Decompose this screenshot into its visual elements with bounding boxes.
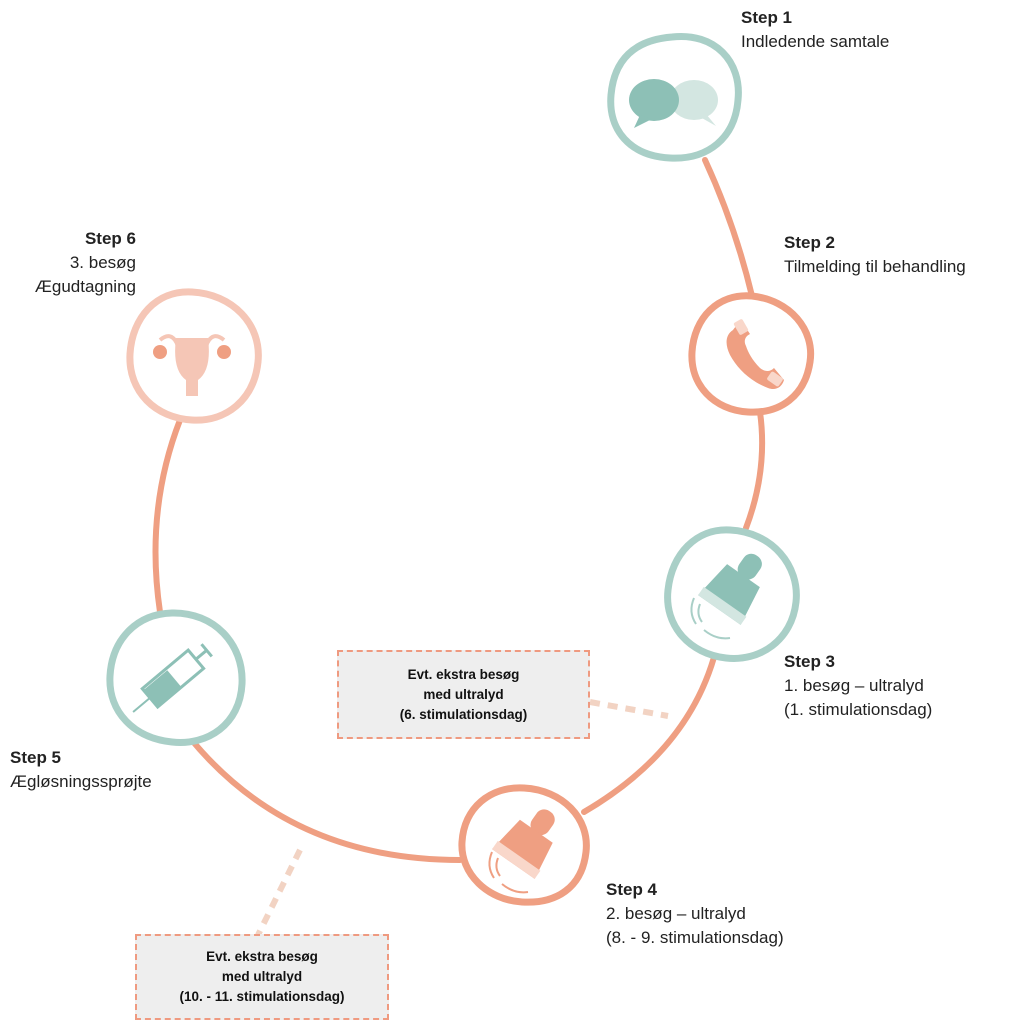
path-step5-step6 (152, 417, 183, 615)
step6-circle (126, 288, 262, 424)
step6-desc-1: 3. besøg (69, 253, 136, 272)
uterus-icon (153, 334, 231, 396)
step3-label: Step 3 1. besøg – ultralyd (1. stimulati… (784, 650, 932, 722)
step3-circle (664, 526, 800, 662)
step6-desc-2: Ægudtagning (34, 277, 136, 296)
step1-desc: Indledende samtale (741, 32, 890, 51)
step5-circle (106, 609, 246, 746)
extra-visit-note-2: Evt. ekstra besøg med ultralyd (10. - 11… (135, 934, 389, 1020)
note-connector-1 (589, 699, 669, 719)
speech-bubbles-icon (629, 79, 718, 128)
step4-title: Step 4 (606, 880, 658, 899)
path-step1-step2 (702, 157, 755, 299)
step4-circle (458, 784, 590, 906)
syringe-icon (132, 643, 213, 713)
step1-circle (607, 32, 742, 162)
step6-title: Step 6 (84, 229, 136, 248)
step5-desc: Ægløsningssprøjte (10, 772, 152, 791)
note1-line2: med ultralyd (423, 686, 504, 702)
step3-desc-1: 1. besøg – ultralyd (784, 676, 924, 695)
extra-visit-note-1: Evt. ekstra besøg med ultralyd (6. stimu… (337, 650, 590, 739)
note2-line2: med ultralyd (221, 969, 303, 984)
step2-circle (688, 292, 815, 416)
path-step2-step3 (743, 409, 766, 531)
step4-desc-1: 2. besøg – ultralyd (606, 904, 746, 923)
note-connector-2 (255, 848, 303, 937)
step2-title: Step 2 (784, 233, 836, 252)
step5-title: Step 5 (10, 748, 62, 767)
step2-desc: Tilmelding til behandling (784, 257, 966, 276)
step1-label: Step 1 Indledende samtale (741, 6, 889, 54)
ultrasound-probe-icon (492, 809, 555, 879)
step2-label: Step 2 Tilmelding til behandling (784, 231, 966, 279)
note2-line3: (10. - 11. stimulationsdag) (179, 989, 345, 1004)
step4-desc-2: (8. - 9. stimulationsdag) (606, 928, 784, 947)
path-step4-step5 (187, 735, 463, 863)
step4-label: Step 4 2. besøg – ultralyd (8. - 9. stim… (606, 878, 784, 950)
ultrasound-probe-icon (698, 553, 762, 625)
phone-icon (726, 319, 784, 390)
step5-label: Step 5 Ægløsningssprøjte (10, 746, 152, 794)
step6-label: Step 6 3. besøg Ægudtagning (35, 227, 136, 299)
step3-desc-2: (1. stimulationsdag) (784, 700, 933, 719)
step1-title: Step 1 (741, 8, 793, 27)
note2-line1: Evt. ekstra besøg (206, 949, 318, 964)
note1-line3: (6. stimulationsdag) (399, 706, 528, 722)
path-step3-step4 (581, 647, 719, 815)
step3-title: Step 3 (784, 652, 836, 671)
note1-line1: Evt. ekstra besøg (407, 666, 520, 682)
